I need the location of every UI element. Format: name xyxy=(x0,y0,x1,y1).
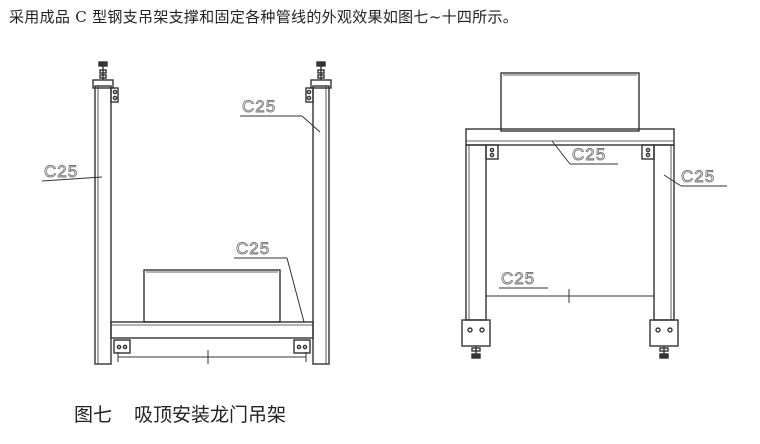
left-gantry-frame xyxy=(41,61,332,365)
figure-number: 图七 xyxy=(74,404,113,426)
left-frame-duct xyxy=(143,269,281,323)
label-left-lower: C25 xyxy=(236,239,270,258)
left-frame-cross-beam xyxy=(110,321,314,339)
right-frame-anchor-left xyxy=(471,346,481,359)
right-frame-duct xyxy=(500,72,640,132)
right-frame-anchor-right xyxy=(659,346,669,359)
left-frame-right-post xyxy=(312,85,330,365)
label-right-beam: C25 xyxy=(572,145,606,164)
left-frame-anchor-right xyxy=(316,61,326,80)
right-gantry-frame xyxy=(461,72,727,359)
label-right-lower: C25 xyxy=(501,269,535,288)
figure-title: 吸顶安装龙门吊架 xyxy=(134,404,287,426)
left-frame-anchor-left xyxy=(98,61,108,80)
label-right-post: C25 xyxy=(681,167,715,186)
label-left-post-right: C25 xyxy=(242,97,276,116)
figure-caption: 图七吸顶安装龙门吊架 xyxy=(74,400,286,427)
right-frame-top-beam xyxy=(465,128,675,146)
left-frame-left-post xyxy=(94,85,112,365)
label-left-post-left: C25 xyxy=(44,162,78,181)
intro-paragraph: 采用成品 C 型钢支吊架支撑和固定各种管线的外观效果如图七~十四所示。 xyxy=(9,8,519,26)
